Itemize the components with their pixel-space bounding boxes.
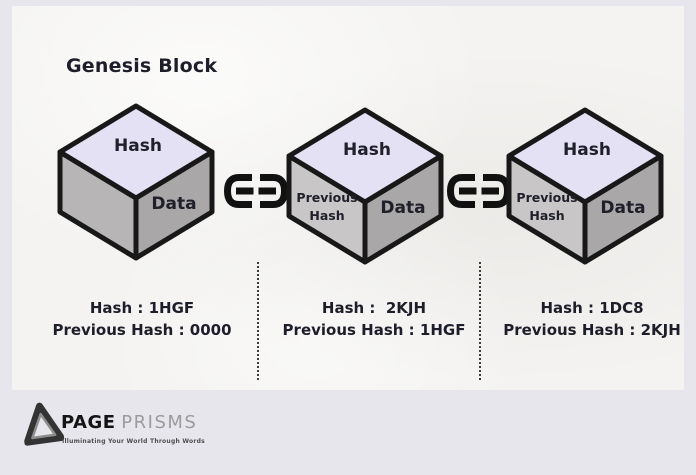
block-caption-3: Hash : 1DC8 Previous Hash : 2KJH — [472, 297, 696, 341]
brand-name: PAGE PRISMS — [61, 412, 197, 433]
previous-hash-line: Previous Hash : 1HGF — [282, 321, 466, 339]
prism-outer-edge — [23, 402, 65, 446]
brand-tagline: Illuminating Your World Through Words — [62, 438, 205, 445]
cube-data-label: Data — [380, 198, 425, 218]
cube-data-label: Data — [151, 194, 196, 214]
block-cube-3: Hash Previous Hash Data — [506, 107, 664, 265]
page-title: Genesis Block — [66, 55, 218, 77]
block-caption-2: Hash : 2KJH Previous Hash : 1HGF — [254, 297, 494, 341]
chain-link-icon — [446, 174, 512, 208]
prism-triangle-icon — [23, 402, 65, 446]
cube-previous-hash-label: Hash — [529, 208, 564, 223]
block-cube-2: Hash Previous Hash Data — [286, 107, 444, 265]
cube-hash-label: Hash — [343, 140, 391, 160]
previous-hash-line: Previous Hash : 2KJH — [503, 321, 681, 339]
block-cube-genesis: Hash Data — [57, 103, 215, 261]
dotted-divider — [479, 262, 481, 380]
paper-background: Genesis Block Hash Data Hash Previous Ha… — [12, 6, 684, 390]
chain-left-loop — [446, 174, 475, 208]
cube-previous-hash-label: Hash — [309, 208, 344, 223]
cube-top-face — [57, 103, 215, 201]
cube-top-face — [286, 107, 444, 205]
hash-value-line: Hash : 2KJH — [321, 299, 427, 317]
hash-value-line: Hash : 1HGF — [89, 299, 195, 317]
cube-hash-label: Hash — [563, 140, 611, 160]
page-prisms-logo: PAGE PRISMS Illuminating Your World Thro… — [22, 400, 252, 460]
hash-value-line: Hash : 1DC8 — [540, 299, 644, 317]
brand-page: PAGE — [61, 412, 116, 433]
block-caption-genesis: Hash : 1HGF Previous Hash : 0000 — [22, 297, 262, 341]
cube-previous-label: Previous — [296, 190, 357, 205]
chain-left-loop — [223, 174, 252, 208]
dotted-divider — [257, 262, 259, 380]
previous-hash-line: Previous Hash : 0000 — [52, 321, 232, 339]
cube-previous-label: Previous — [516, 190, 577, 205]
cube-data-label: Data — [600, 198, 645, 218]
brand-prisms: PRISMS — [121, 412, 198, 433]
chain-link-icon — [223, 174, 289, 208]
prism-inner-edge — [31, 412, 57, 440]
cube-top-face — [506, 107, 664, 205]
chain-right-loop — [260, 174, 289, 208]
cube-hash-label: Hash — [114, 136, 162, 156]
